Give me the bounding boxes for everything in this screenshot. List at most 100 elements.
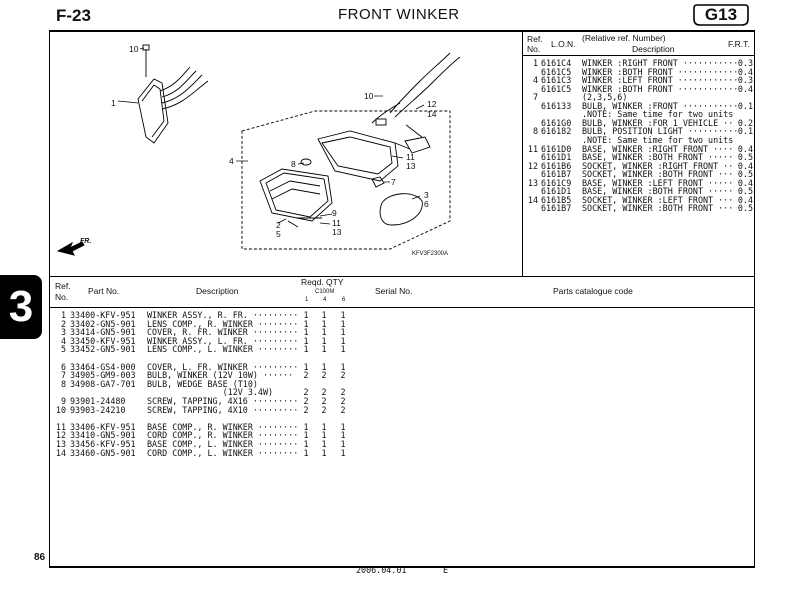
ref-cell: 11 — [527, 143, 538, 154]
page-title: FRONT WINKER — [338, 6, 460, 23]
callout-2: 2 — [276, 220, 281, 230]
description-cell: LENS COMP., L. WINKER ········ — [147, 344, 299, 355]
parts-header-col1: 1 — [305, 297, 309, 303]
parts-header-description: Description — [196, 286, 239, 296]
front-direction-arrow — [56, 241, 85, 256]
diagram-divider — [522, 30, 523, 276]
qty-cell-1: 2 — [303, 396, 309, 406]
lon-cell: 616133 — [541, 100, 572, 111]
callout-10b: 10 — [364, 91, 374, 101]
qty-cell-1: 1 — [303, 344, 309, 355]
qty-cell-4: 1 — [321, 361, 327, 372]
qty-cell-4: 2 — [321, 370, 327, 381]
qty-cell-6: 1 — [340, 421, 346, 432]
part-number-cell: 33460-GN5-901 — [70, 447, 136, 458]
group-code: G13 — [704, 5, 738, 24]
diagram-code: KFV3F2300A — [412, 251, 449, 257]
description-cell: CORD COMP., L. WINKER ········ — [147, 447, 299, 458]
parts-header-no: No. — [55, 292, 69, 302]
callout-3: 3 — [424, 190, 429, 200]
ref-cell: 6 — [60, 361, 66, 372]
ref-cell: 7 — [60, 370, 66, 381]
qty-cell-1: 1 — [303, 327, 309, 338]
top-rule — [49, 30, 755, 32]
qty-cell-1: 1 — [303, 421, 309, 432]
ref-cell: 8 — [532, 126, 538, 137]
bottom-rule — [49, 566, 755, 568]
parts-header-model: C100M — [315, 289, 335, 295]
ref-cell: 13 — [55, 439, 66, 449]
ref-description-cell: .NOTE: Same time for two units — [582, 109, 734, 120]
section-code: F-23 — [56, 6, 91, 25]
ref-cell: 9 — [60, 396, 66, 406]
description-cell: COVER, L. FR. WINKER ········· — [147, 361, 299, 372]
qty-cell-4: 1 — [321, 344, 327, 355]
ref-description-cell: SOCKET, WINKER :LEFT FRONT ··· — [582, 194, 734, 205]
ref-header-description: Description — [632, 44, 675, 54]
winker-cover-drawing — [379, 193, 423, 226]
footer-date: 2006.04.01 — [356, 565, 407, 575]
description-cell: SCREW, TAPPING, 4X16 ········· — [147, 396, 299, 406]
part-number-cell: 33400-KFV-951 — [70, 310, 136, 320]
frt-cell: 0.4 — [737, 83, 753, 94]
qty-cell-6: 1 — [340, 310, 346, 320]
qty-cell-4: 1 — [321, 327, 327, 338]
ref-description-cell: BASE, WINKER :RIGHT FRONT ···· — [582, 143, 734, 154]
frt-cell: 0.1 — [737, 100, 753, 111]
exploded-diagram: 10 1 10 12 14 4 8 11 13 7 3 6 9 2 5 11 1… — [50, 31, 522, 276]
callout-13a: 13 — [406, 161, 416, 171]
description-cell: LENS COMP., R. WINKER ········ — [147, 318, 299, 329]
qty-cell-6: 1 — [340, 318, 346, 329]
part-number-cell: 33456-KFV-951 — [70, 439, 136, 449]
parts-header-col2: 4 — [323, 297, 327, 303]
lon-cell: 6161C4 — [541, 58, 572, 68]
ref-cell: 8 — [60, 378, 66, 389]
lon-cell: 6161C3 — [541, 75, 572, 86]
ref-cell: 1 — [60, 310, 66, 320]
part-number-cell: 33402-GN5-901 — [70, 318, 136, 329]
ref-description-cell: BULB, POSITION LIGHT ·········· — [582, 126, 739, 137]
ref-description-cell: WINKER :BOTH FRONT ············ — [582, 83, 739, 94]
callout-6: 6 — [424, 199, 429, 209]
callout-7: 7 — [391, 177, 396, 187]
frt-cell: 0.4 — [737, 177, 753, 188]
description-cell: CORD COMP., R. WINKER ········ — [147, 430, 299, 441]
description-cell: (12V 3.4W) — [147, 387, 274, 398]
qty-cell-4: 1 — [321, 421, 327, 432]
ref-cell: 14 — [527, 194, 538, 205]
callout-10a: 10 — [129, 44, 139, 54]
qty-cell-6: 1 — [340, 327, 346, 338]
ref-header-rule — [523, 55, 754, 56]
ref-header-no: No. — [527, 44, 541, 54]
ref-header-ref: Ref. — [527, 34, 543, 44]
callout-4: 4 — [229, 156, 234, 166]
ref-cell: 5 — [60, 344, 66, 355]
description-cell: BULB, WEDGE BASE (T10) — [147, 378, 258, 389]
ref-description-cell: BASE, WINKER :BOTH FRONT ····· — [582, 186, 734, 197]
description-cell: BASE COMP., L. WINKER ········ — [147, 439, 299, 449]
ref-description-cell: BASE, WINKER :LEFT FRONT ····· — [582, 177, 734, 188]
callout-14: 14 — [427, 109, 437, 119]
group-code-badge: G13 — [693, 4, 749, 26]
frt-cell: 0.4 — [737, 66, 753, 77]
qty-cell-1: 2 — [303, 370, 309, 381]
frt-cell: 0.5 — [737, 152, 753, 163]
front-direction-label: FR. — [80, 238, 92, 245]
callout-5: 5 — [276, 229, 281, 239]
description-cell: BASE COMP., R. WINKER ········ — [147, 421, 299, 432]
winker-base-drawing — [317, 130, 431, 182]
frt-cell: 0.5 — [737, 186, 753, 197]
qty-cell-1: 1 — [303, 447, 309, 458]
qty-cell-6: 1 — [340, 447, 346, 458]
ref-header-frt: F.R.T. — [728, 39, 750, 49]
callout-8: 8 — [291, 159, 296, 169]
qty-cell-1: 1 — [303, 335, 309, 346]
part-number-cell: 93901-24480 — [70, 396, 126, 406]
callout-12: 12 — [427, 99, 437, 109]
table-header-rule — [49, 307, 755, 308]
parts-header-serial: Serial No. — [375, 286, 413, 296]
part-number-cell: 93903-24210 — [70, 404, 126, 415]
frt-cell: 0.5 — [737, 203, 753, 214]
qty-cell-1: 1 — [303, 318, 309, 329]
